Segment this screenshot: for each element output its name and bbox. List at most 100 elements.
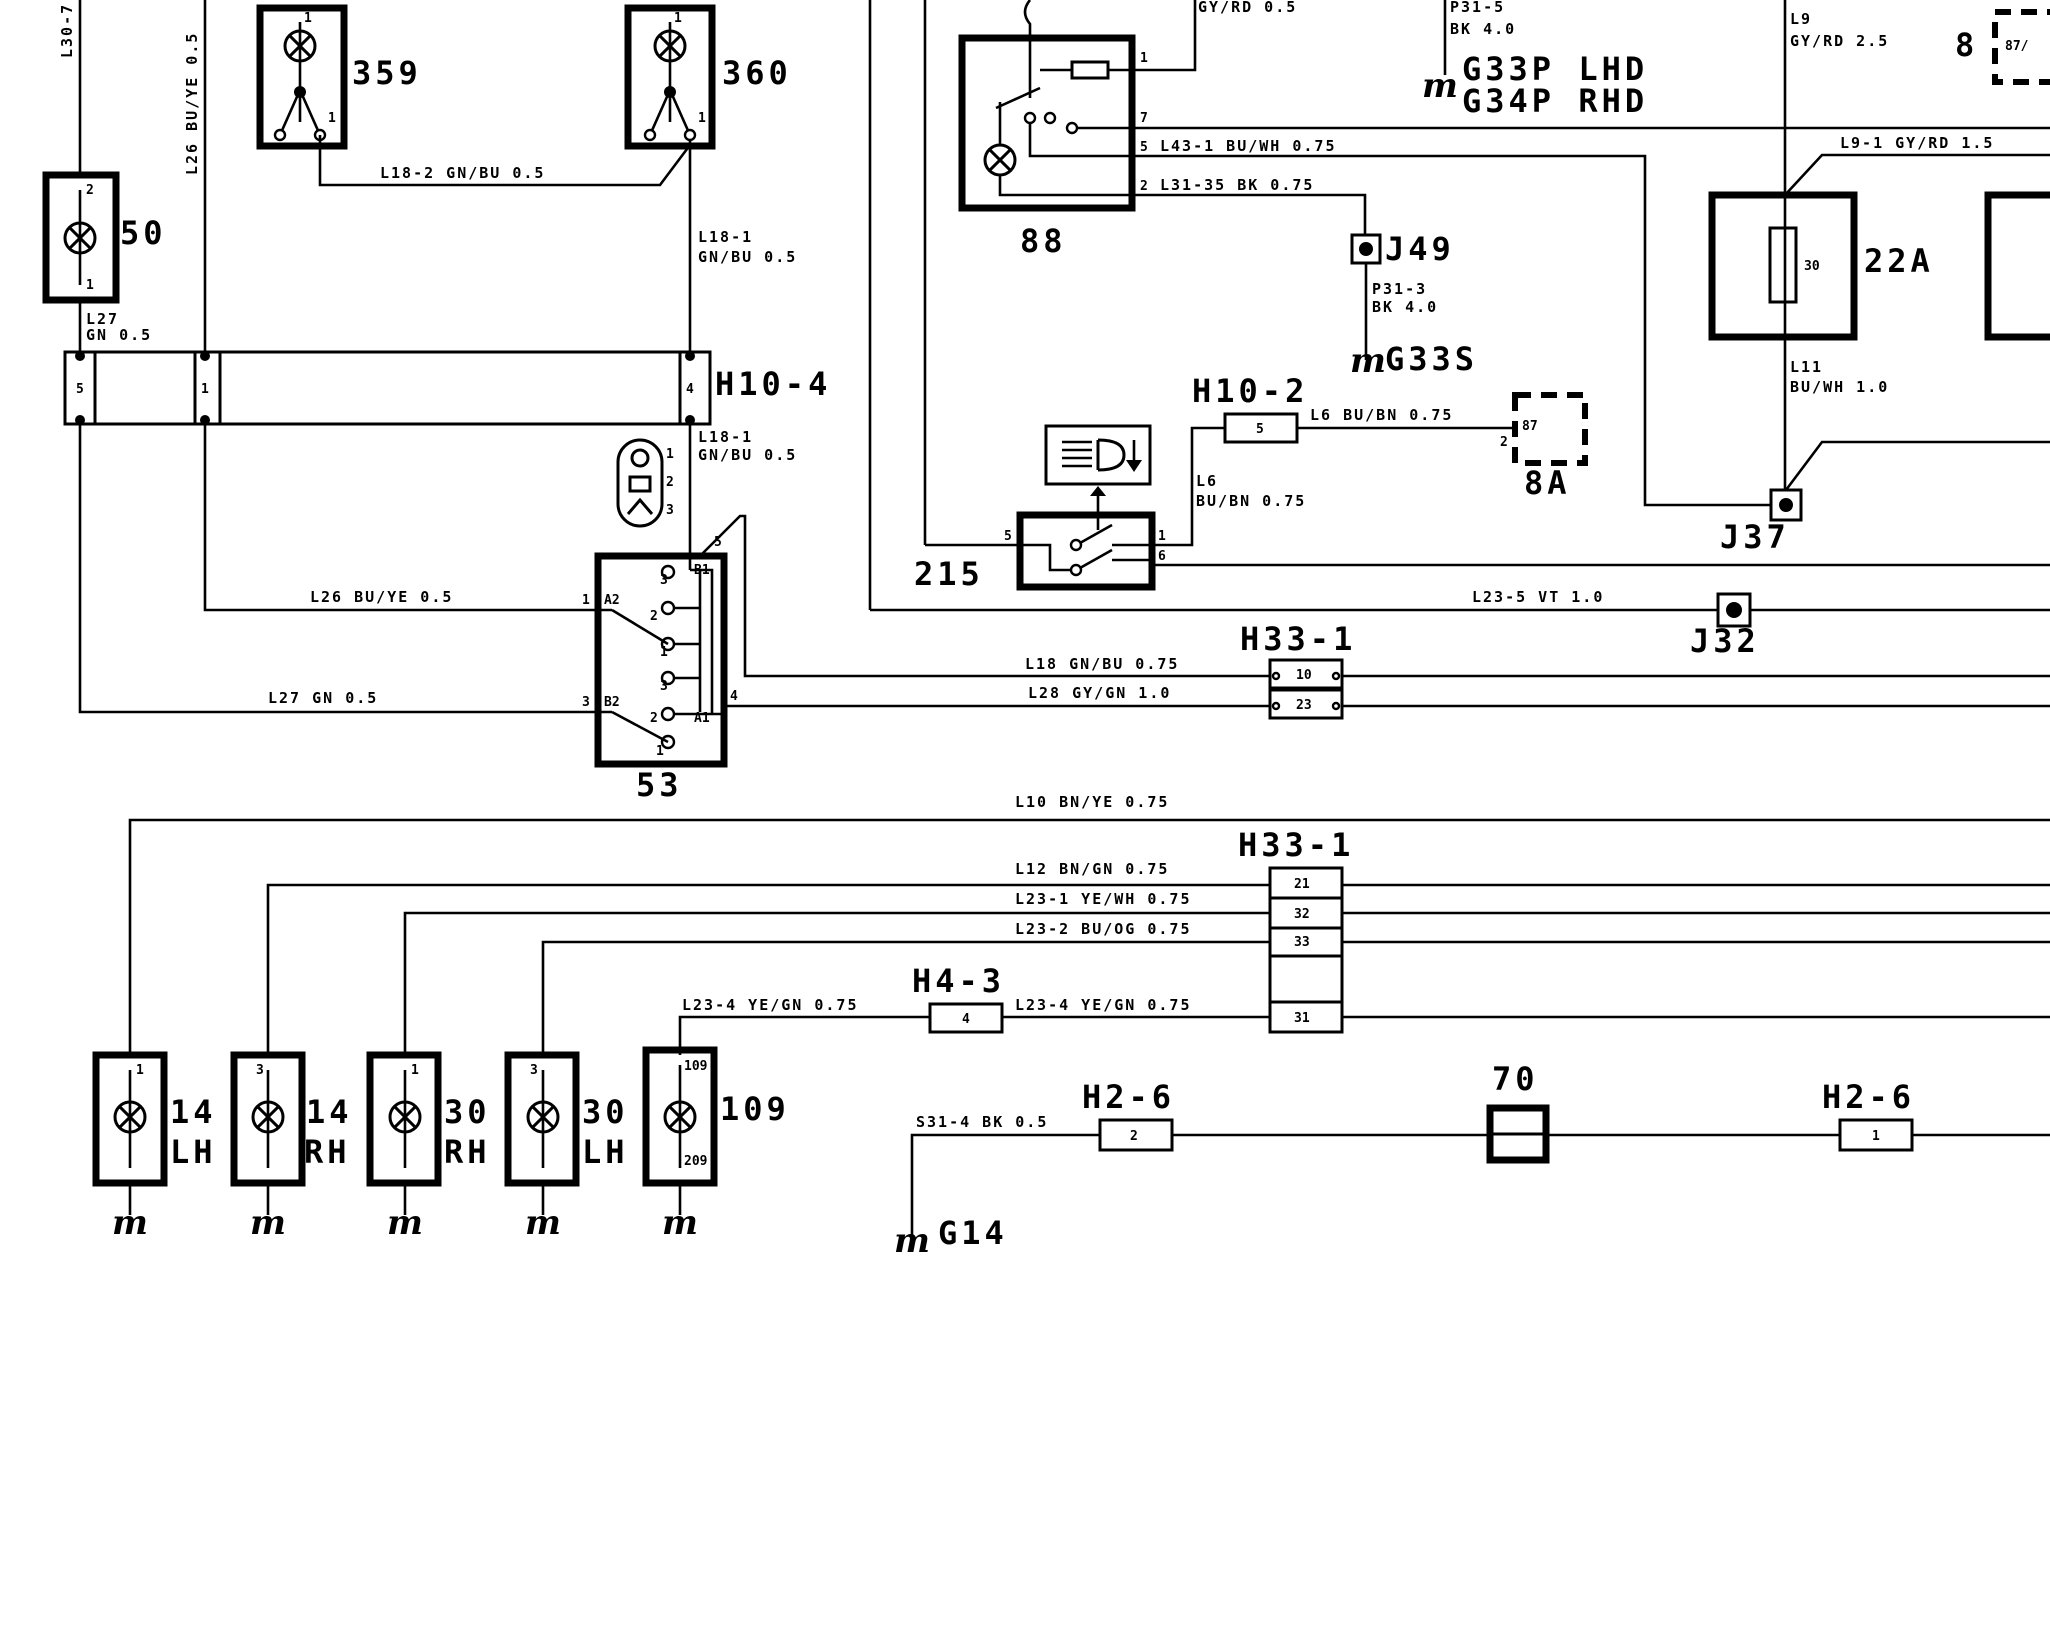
wire-l23-1 <box>403 911 1270 1055</box>
svg-text:L18-2 GN/BU 0.5: L18-2 GN/BU 0.5 <box>380 164 545 182</box>
label-53: 53 <box>636 766 683 804</box>
svg-text:1: 1 <box>304 11 312 26</box>
component-359: 1 1 <box>256 4 348 150</box>
svg-text:4: 4 <box>730 689 738 704</box>
label-g33p-lhd: G33P LHD <box>1462 50 1648 88</box>
svg-text:2: 2 <box>650 711 658 726</box>
svg-text:L23-1 YE/WH 0.75: L23-1 YE/WH 0.75 <box>1015 890 1192 908</box>
svg-text:33: 33 <box>1294 935 1310 950</box>
label-g14: G14 <box>938 1214 1008 1252</box>
svg-text:1: 1 <box>1140 51 1148 66</box>
svg-text:BK 4.0: BK 4.0 <box>1372 298 1438 316</box>
svg-text:GN 0.5: GN 0.5 <box>86 326 152 344</box>
svg-text:31: 31 <box>1294 1011 1310 1026</box>
svg-text:87: 87 <box>1522 419 1538 434</box>
svg-text:L18-1: L18-1 <box>698 428 753 446</box>
component-70 <box>1486 1104 1550 1164</box>
headlight-symbol-icon <box>1044 424 1152 486</box>
svg-text:L31-35 BK 0.75: L31-35 BK 0.75 <box>1160 176 1314 194</box>
label-j37: J37 <box>1720 518 1790 556</box>
label-h33-1-bottom: H33-1 <box>1238 826 1354 864</box>
component-22a: 30 <box>1708 191 1858 341</box>
svg-text:1: 1 <box>411 1063 419 1078</box>
svg-text:L26 BU/YE 0.5: L26 BU/YE 0.5 <box>310 588 453 606</box>
svg-text:2: 2 <box>1130 1129 1138 1144</box>
svg-text:5: 5 <box>1004 529 1012 544</box>
ground-30-lh-icon <box>525 1203 561 1243</box>
svg-text:LH: LH <box>170 1133 217 1171</box>
svg-text:L9-1 GY/RD 1.5: L9-1 GY/RD 1.5 <box>1840 134 1994 152</box>
svg-text:5: 5 <box>76 382 84 397</box>
label-h10-2: H10-2 <box>1192 372 1308 410</box>
wire-l12 <box>266 883 1270 1055</box>
svg-text:LH: LH <box>582 1133 629 1171</box>
label-30-lh: 30 <box>582 1093 629 1131</box>
svg-text:RH: RH <box>444 1133 491 1171</box>
svg-text:1: 1 <box>86 278 94 293</box>
svg-text:1: 1 <box>201 382 209 397</box>
svg-text:10: 10 <box>1296 668 1312 683</box>
svg-text:4: 4 <box>686 382 694 397</box>
label-j49: J49 <box>1385 230 1455 268</box>
junction-j37 <box>1769 488 1803 522</box>
svg-text:L18 GN/BU 0.75: L18 GN/BU 0.75 <box>1025 655 1179 673</box>
svg-text:1: 1 <box>1872 1129 1880 1144</box>
svg-text:BU/WH 1.0: BU/WH 1.0 <box>1790 378 1889 396</box>
connector-h2-6-right: 1 <box>1838 1118 1914 1152</box>
ground-14-lh-icon <box>112 1203 148 1243</box>
svg-text:1: 1 <box>674 11 682 26</box>
svg-text:1: 1 <box>1158 529 1166 544</box>
svg-text:BU/BN 0.75: BU/BN 0.75 <box>1196 492 1306 510</box>
svg-text:L27: L27 <box>86 310 119 328</box>
ground-109-icon <box>662 1203 698 1243</box>
wire-label-l30-7: L30-7 <box>58 3 76 58</box>
svg-text:A2: A2 <box>604 593 620 608</box>
label-30-rh: 30 <box>444 1093 491 1131</box>
junction-j49 <box>1350 233 1382 265</box>
connector-h33-1-top: 10 23 <box>1268 658 1344 720</box>
svg-text:BK 4.0: BK 4.0 <box>1450 20 1516 38</box>
svg-text:L6 BU/BN 0.75: L6 BU/BN 0.75 <box>1310 406 1453 424</box>
svg-text:2: 2 <box>86 183 94 198</box>
svg-text:3: 3 <box>530 1063 538 1078</box>
label-88: 88 <box>1020 222 1067 260</box>
svg-text:B2: B2 <box>604 695 620 710</box>
svg-text:3: 3 <box>256 1063 264 1078</box>
svg-text:S31-4 BK 0.5: S31-4 BK 0.5 <box>916 1113 1048 1131</box>
component-215: 5 1 6 <box>1004 511 1166 591</box>
label-h33-1-top: H33-1 <box>1240 620 1356 658</box>
svg-text:L18-1: L18-1 <box>698 228 753 246</box>
component-88: 1 7 <box>958 0 1148 212</box>
svg-text:32: 32 <box>1294 907 1310 922</box>
svg-text:GN/BU 0.5: GN/BU 0.5 <box>698 248 797 266</box>
label-j32: J32 <box>1690 622 1760 660</box>
svg-text:L28 GY/GN 1.0: L28 GY/GN 1.0 <box>1028 684 1171 702</box>
ground-30-rh-icon <box>387 1203 423 1243</box>
label-359: 359 <box>352 54 422 92</box>
svg-text:87/: 87/ <box>2005 39 2029 54</box>
svg-text:L10 BN/YE 0.75: L10 BN/YE 0.75 <box>1015 793 1169 811</box>
connector-h10-2: 5 <box>1223 412 1299 444</box>
label-22a: 22A <box>1864 242 1934 280</box>
svg-text:4: 4 <box>962 1012 970 1027</box>
wire-l31-35 <box>1132 193 1367 248</box>
lamp-88-icon <box>983 143 1017 177</box>
svg-text:L9: L9 <box>1790 10 1812 28</box>
svg-text:GY/RD 2.5: GY/RD 2.5 <box>1790 32 1889 50</box>
component-right-partial <box>1984 191 2050 341</box>
wire-label-l26-vertical: L26 BU/YE 0.5 <box>183 32 201 175</box>
label-14-rh: 14 <box>306 1093 353 1131</box>
label-70: 70 <box>1492 1060 1539 1098</box>
wire-s31-4 <box>910 1133 1100 1238</box>
connector-h10-4: 5 1 4 <box>63 350 712 426</box>
label-h10-4: H10-4 <box>715 365 831 403</box>
connector-h33-1-bottom: 21 32 33 31 <box>1268 866 1344 1034</box>
junction-j32 <box>1716 592 1752 628</box>
svg-text:1: 1 <box>136 1063 144 1078</box>
wire-l23-2 <box>541 940 1270 1055</box>
wire-l9-1 <box>1784 153 2050 196</box>
svg-text:7: 7 <box>1140 111 1148 126</box>
svg-text:2: 2 <box>650 609 658 624</box>
component-360: 1 1 <box>624 4 716 150</box>
component-53: 3 2 1 3 2 1 A2 B2 B1 A1 1 3 4 5 <box>582 535 738 768</box>
